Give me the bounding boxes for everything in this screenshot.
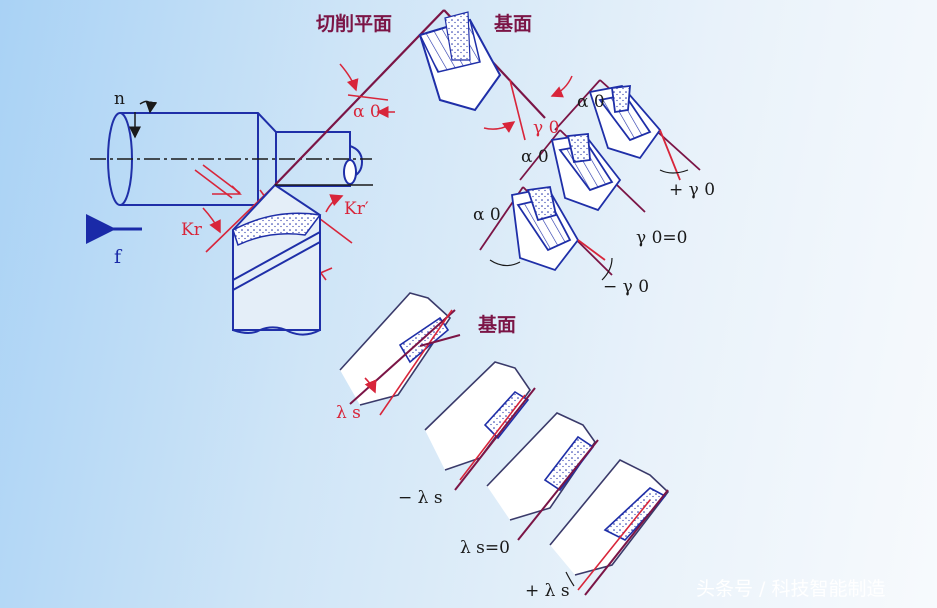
plus-gamma0-label: + γ 0	[669, 180, 715, 200]
kr-label: Kr	[181, 220, 203, 240]
watermark: 头条号 / 科技智能制造	[696, 578, 885, 600]
lambda-s-zero-label: λ s=0	[460, 538, 510, 558]
gamma0-label-top: γ 0	[533, 118, 559, 138]
gamma0-zero-label: γ 0=0	[636, 228, 687, 248]
kr-prime-label: Kr′	[344, 199, 369, 219]
base-plane-label-lower: 基面	[477, 313, 516, 336]
inclination-sections	[339, 292, 670, 596]
alpha0-label-s3: α 0	[473, 205, 501, 225]
spindle-speed-label: n	[114, 89, 125, 109]
plus-lambda-s-label: + λ s	[525, 581, 570, 601]
alpha0-label-top: α 0	[353, 102, 381, 122]
feed-label: f	[114, 246, 123, 268]
alpha0-label-s1: α 0	[577, 92, 605, 112]
base-plane-label: 基面	[493, 12, 532, 35]
workpiece	[107, 112, 364, 206]
top-section-planes	[274, 9, 573, 186]
rake-angle-sections	[479, 79, 701, 281]
lambda-s-label: λ s	[336, 403, 361, 423]
cutting-plane-label: 切削平面	[316, 12, 392, 35]
minus-lambda-s-label: − λ s	[398, 488, 443, 508]
tool-shank	[232, 183, 322, 336]
alpha0-label-s2: α 0	[521, 147, 549, 167]
minus-gamma0-label: − γ 0	[603, 277, 649, 297]
section-arrow	[212, 185, 242, 195]
rotation-arrow	[139, 100, 158, 114]
